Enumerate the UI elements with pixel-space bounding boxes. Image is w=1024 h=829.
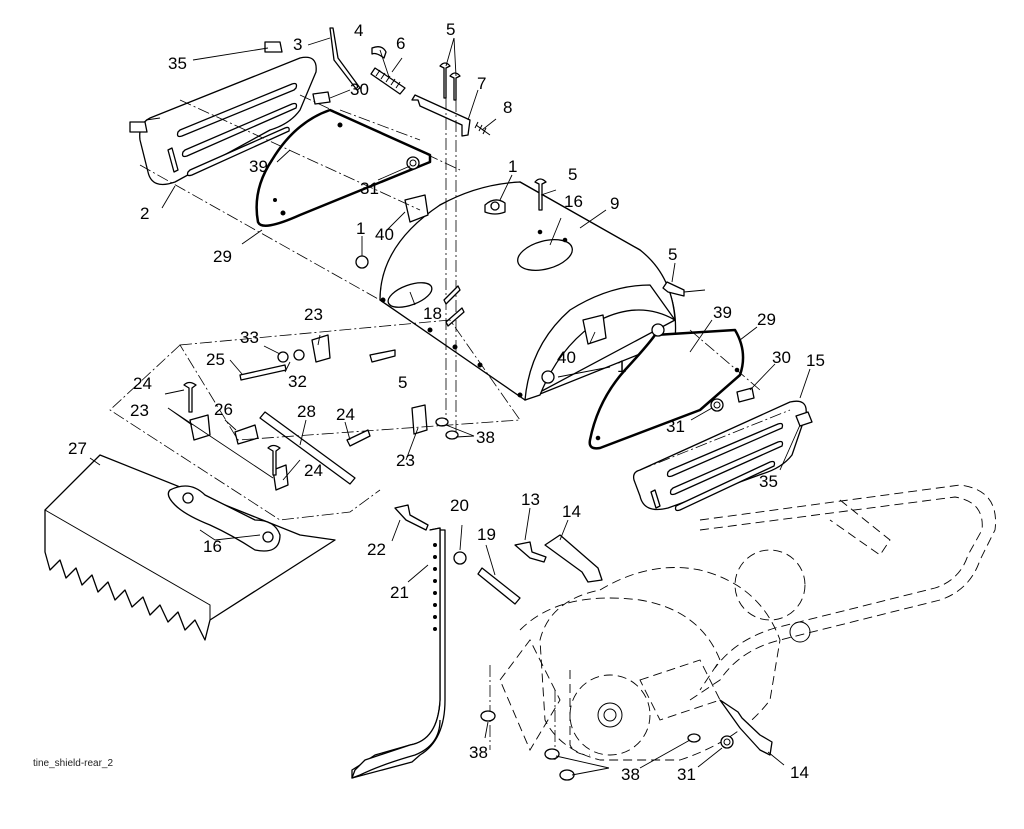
callout-8: 8 xyxy=(503,98,512,117)
deflector-shield xyxy=(44,454,336,641)
callout-15: 15 xyxy=(806,351,825,370)
callout-40: 40 xyxy=(375,225,394,244)
callout-32: 32 xyxy=(288,372,307,391)
callout-14: 14 xyxy=(562,502,581,521)
callout-7: 7 xyxy=(477,74,486,93)
chain-case-frame xyxy=(489,484,997,761)
callout-25: 25 xyxy=(206,350,225,369)
callout-16: 16 xyxy=(203,537,222,556)
callout-23: 23 xyxy=(304,305,323,324)
callout-39: 39 xyxy=(249,157,268,176)
callout-29: 29 xyxy=(757,310,776,329)
callout-2: 2 xyxy=(140,204,149,223)
callout-14: 14 xyxy=(790,763,809,782)
diagram-caption: tine_shield-rear_2 xyxy=(33,758,113,769)
main-tine-shield xyxy=(379,181,677,401)
callout-38: 38 xyxy=(621,765,640,784)
callout-22: 22 xyxy=(367,540,386,559)
right-inner-shield xyxy=(588,328,745,450)
callout-5: 5 xyxy=(568,165,577,184)
callout-20: 20 xyxy=(450,496,469,515)
callout-9: 9 xyxy=(610,194,619,213)
callout-40: 40 xyxy=(557,348,576,367)
callout-24: 24 xyxy=(336,405,355,424)
callout-31: 31 xyxy=(666,417,685,436)
callout-5: 5 xyxy=(398,373,407,392)
callout-1: 1 xyxy=(617,357,626,376)
callout-35: 35 xyxy=(168,54,187,73)
callout-30: 30 xyxy=(350,80,369,99)
callout-33: 33 xyxy=(240,328,259,347)
callout-6: 6 xyxy=(396,34,405,53)
callout-13: 13 xyxy=(521,490,540,509)
hardware xyxy=(129,27,813,781)
callout-30: 30 xyxy=(772,348,791,367)
callout-4: 4 xyxy=(354,21,363,40)
callout-3: 3 xyxy=(293,35,302,54)
callout-24: 24 xyxy=(133,374,152,393)
callout-labels: 1 1 1 1 2 3 4 5 5 5 5 6 7 8 9 13 14 14 1… xyxy=(68,20,825,784)
callout-23: 23 xyxy=(396,451,415,470)
left-side-plate xyxy=(139,56,317,186)
callout-35: 35 xyxy=(759,472,778,491)
leader-lines xyxy=(89,37,811,776)
callout-31: 31 xyxy=(677,765,696,784)
callout-23: 23 xyxy=(130,401,149,420)
callout-16: 16 xyxy=(564,192,583,211)
callout-38: 38 xyxy=(469,743,488,762)
callout-24: 24 xyxy=(304,461,323,480)
construction-lines xyxy=(109,94,791,521)
callout-38: 38 xyxy=(476,428,495,447)
callout-19: 19 xyxy=(477,525,496,544)
callout-27: 27 xyxy=(68,439,87,458)
callout-39: 39 xyxy=(713,303,732,322)
callout-18: 18 xyxy=(423,304,442,323)
callout-31: 31 xyxy=(360,179,379,198)
callout-1: 1 xyxy=(356,219,365,238)
callout-26: 26 xyxy=(214,400,233,419)
callout-1: 1 xyxy=(508,157,517,176)
callout-28: 28 xyxy=(297,402,316,421)
left-inner-shield xyxy=(255,108,432,227)
callout-5: 5 xyxy=(446,20,455,39)
right-side-plate xyxy=(632,400,807,512)
callout-29: 29 xyxy=(213,247,232,266)
stake-holes xyxy=(433,543,437,631)
depth-stake xyxy=(351,527,446,779)
callout-5: 5 xyxy=(668,245,677,264)
callout-21: 21 xyxy=(390,583,409,602)
